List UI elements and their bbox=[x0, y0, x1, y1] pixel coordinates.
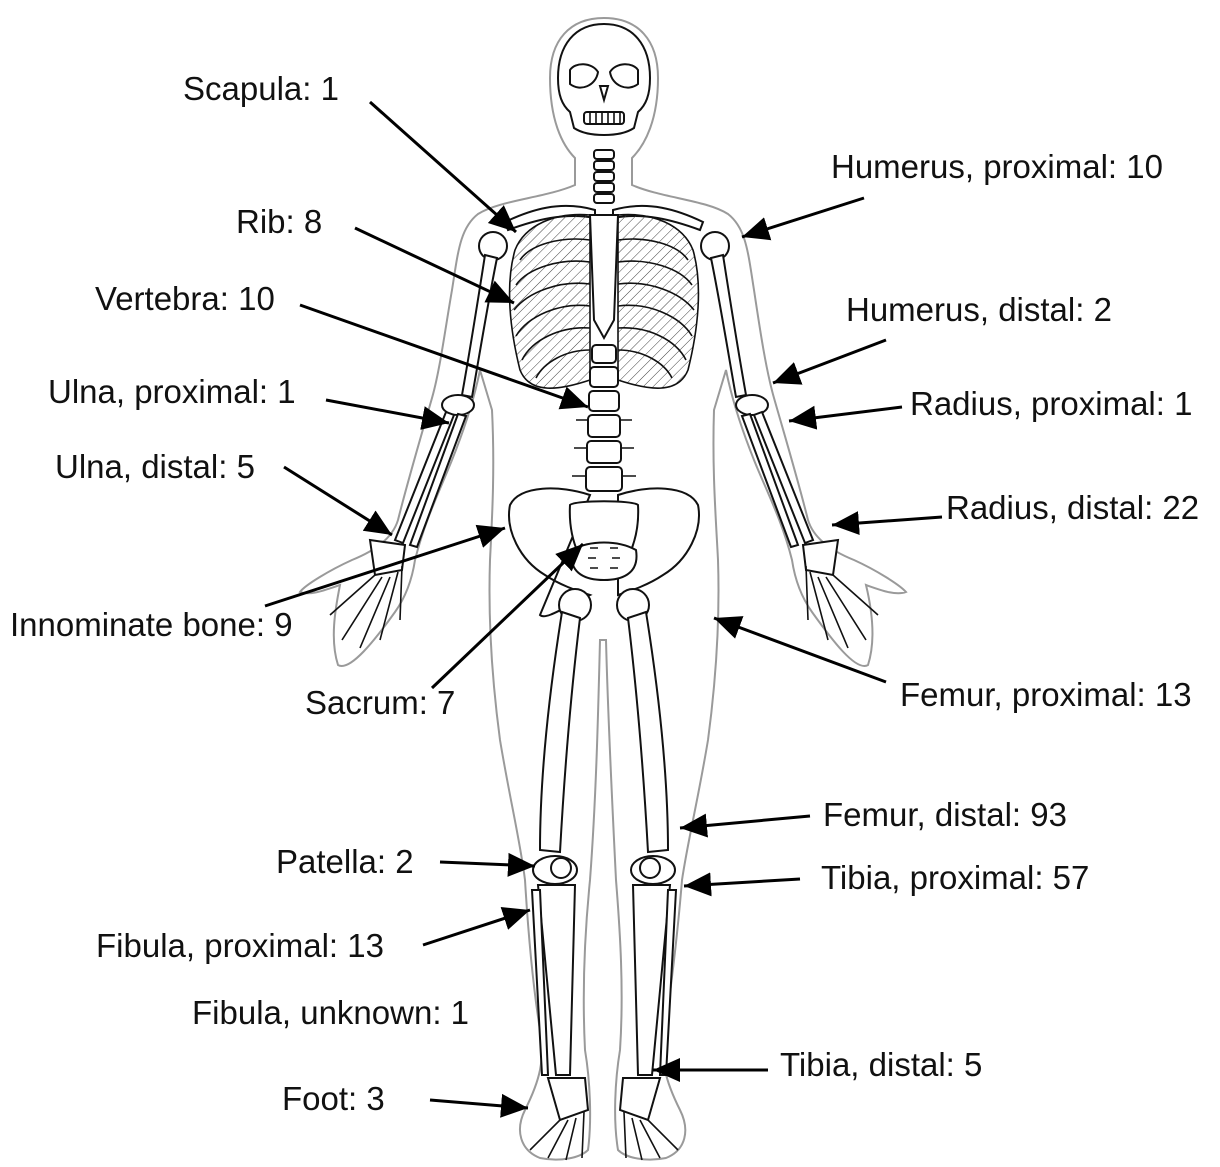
arrow-femur-proximal bbox=[714, 618, 886, 682]
label-tibia-distal: Tibia, distal: 5 bbox=[780, 1048, 982, 1081]
label-fibula-unknown: Fibula, unknown: 1 bbox=[192, 996, 469, 1029]
label-patella: Patella: 2 bbox=[276, 845, 414, 878]
label-scapula: Scapula: 1 bbox=[183, 72, 339, 105]
pelvis bbox=[509, 488, 699, 621]
arrow-tibia-proximal bbox=[684, 879, 800, 886]
label-femur-proximal: Femur, proximal: 13 bbox=[900, 678, 1192, 711]
label-ulna-proximal: Ulna, proximal: 1 bbox=[48, 375, 296, 408]
skull bbox=[558, 24, 650, 135]
arrow-humerus-distal bbox=[773, 340, 886, 383]
arrow-radius-proximal bbox=[789, 407, 902, 421]
label-innominate-bone: Innominate bone: 9 bbox=[10, 608, 293, 641]
arrow-humerus-proximal bbox=[742, 198, 864, 237]
label-vertebra: Vertebra: 10 bbox=[95, 282, 275, 315]
legs bbox=[532, 612, 676, 1075]
label-radius-proximal: Radius, proximal: 1 bbox=[910, 387, 1192, 420]
label-ulna-distal: Ulna, distal: 5 bbox=[55, 450, 255, 483]
label-fibula-proximal: Fibula, proximal: 13 bbox=[96, 929, 384, 962]
label-foot: Foot: 3 bbox=[282, 1082, 385, 1115]
label-sacrum: Sacrum: 7 bbox=[305, 686, 455, 719]
arrow-foot bbox=[430, 1100, 528, 1108]
label-humerus-distal: Humerus, distal: 2 bbox=[846, 293, 1112, 326]
cervical-spine bbox=[594, 150, 614, 203]
arrow-radius-distal bbox=[832, 517, 942, 525]
arrow-fibula-proximal bbox=[423, 910, 530, 945]
feet bbox=[530, 1078, 678, 1160]
label-humerus-proximal: Humerus, proximal: 10 bbox=[831, 150, 1163, 183]
arrow-scapula bbox=[370, 102, 516, 232]
label-tibia-proximal: Tibia, proximal: 57 bbox=[821, 861, 1089, 894]
arrow-patella bbox=[440, 862, 535, 866]
label-rib: Rib: 8 bbox=[236, 205, 322, 238]
label-femur-distal: Femur, distal: 93 bbox=[823, 798, 1067, 831]
label-radius-distal: Radius, distal: 22 bbox=[946, 491, 1199, 524]
arrow-femur-distal bbox=[680, 816, 810, 828]
arrow-ulna-distal bbox=[284, 467, 392, 535]
